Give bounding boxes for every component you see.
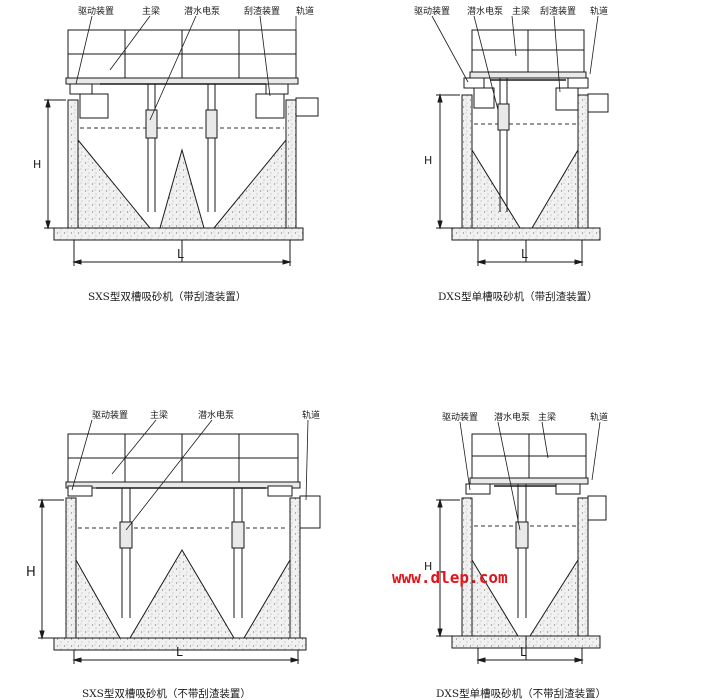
walkway-bridge bbox=[65, 433, 301, 489]
label-pump: 潜水电泵 bbox=[198, 409, 234, 421]
label-l: L bbox=[520, 645, 527, 659]
label-h: H bbox=[424, 154, 432, 167]
tank-wall bbox=[451, 93, 609, 241]
submersible-pump-right bbox=[205, 84, 218, 212]
dim-l bbox=[72, 650, 300, 664]
label-pump: 潜水电泵 bbox=[467, 5, 503, 17]
label-girder: 主梁 bbox=[142, 5, 160, 17]
diagram-dxs-single-without-scraper bbox=[436, 421, 607, 664]
drive-unit-right bbox=[267, 485, 293, 497]
dim-h bbox=[38, 498, 64, 640]
submersible-pump bbox=[515, 484, 529, 618]
label-l: L bbox=[521, 247, 528, 261]
label-drive: 驱动装置 bbox=[442, 411, 478, 423]
drive-unit-right bbox=[555, 483, 581, 495]
drive-unit-left bbox=[69, 83, 109, 119]
label-rail: 轨道 bbox=[302, 409, 320, 421]
drive-unit-left bbox=[463, 77, 495, 109]
leader-lines bbox=[75, 15, 297, 121]
label-drive: 驱动装置 bbox=[414, 5, 450, 17]
labels-tr: 驱动装置 潜水电泵 主梁 刮渣装置 轨道 H L bbox=[414, 5, 608, 261]
walkway-bridge bbox=[469, 29, 587, 79]
dim-h bbox=[44, 98, 66, 230]
label-scraper: 刮渣装置 bbox=[540, 5, 576, 17]
labels-tl: 驱动装置 主梁 潜水电泵 刮渣装置 轨道 H L bbox=[33, 5, 314, 261]
tank-wall bbox=[53, 97, 319, 241]
label-pump: 潜水电泵 bbox=[184, 5, 220, 17]
diagram-sxs-double-with-scraper bbox=[44, 15, 319, 266]
submersible-pump-right bbox=[231, 488, 245, 618]
label-l: L bbox=[176, 645, 183, 659]
label-scraper: 刮渣装置 bbox=[244, 5, 280, 17]
dim-h bbox=[436, 93, 460, 230]
diagram-dxs-single-with-scraper bbox=[431, 15, 609, 266]
drive-unit-left bbox=[465, 483, 491, 495]
label-rail: 轨道 bbox=[590, 5, 608, 17]
caption-tl: SXS型双槽吸砂机（带刮渣装置） bbox=[88, 290, 246, 303]
leader-lines bbox=[71, 419, 309, 531]
watermark-text: www.dlep.com bbox=[392, 568, 508, 587]
tank-wall bbox=[53, 495, 321, 651]
walkway-bridge bbox=[65, 29, 299, 85]
caption-tr: DXS型单槽吸砂机（带刮渣装置） bbox=[438, 290, 598, 303]
label-h: H bbox=[33, 158, 41, 171]
label-drive: 驱动装置 bbox=[78, 5, 114, 17]
labels-bl: 驱动装置 主梁 潜水电泵 轨道 H L bbox=[26, 409, 320, 659]
label-h: H bbox=[26, 565, 36, 580]
dim-h bbox=[436, 498, 460, 638]
diagram-sxs-double-without-scraper bbox=[38, 419, 321, 664]
walkway-bridge bbox=[469, 433, 589, 485]
label-h: H bbox=[424, 560, 432, 573]
leader-lines bbox=[431, 15, 599, 111]
label-girder: 主梁 bbox=[512, 5, 530, 17]
label-drive: 驱动装置 bbox=[92, 409, 128, 421]
caption-bl: SXS型双槽吸砂机（不带刮渣装置） bbox=[82, 687, 251, 700]
submersible-pump bbox=[497, 78, 510, 212]
label-l: L bbox=[177, 247, 184, 261]
label-rail: 轨道 bbox=[590, 411, 608, 423]
submersible-pump-left bbox=[119, 488, 133, 618]
dim-l bbox=[476, 636, 584, 664]
drive-unit-left bbox=[67, 485, 93, 497]
submersible-pump-left bbox=[145, 84, 158, 212]
dim-l bbox=[476, 240, 584, 266]
labels-br: 驱动装置 潜水电泵 主梁 轨道 H L bbox=[424, 411, 608, 659]
label-girder: 主梁 bbox=[538, 411, 556, 423]
label-rail: 轨道 bbox=[296, 5, 314, 17]
drive-unit-right bbox=[555, 77, 589, 111]
caption-br: DXS型单槽吸砂机（不带刮渣装置） bbox=[436, 687, 606, 700]
tank-wall bbox=[451, 495, 607, 649]
dim-l bbox=[72, 240, 292, 266]
label-girder: 主梁 bbox=[150, 409, 168, 421]
leader-lines bbox=[459, 421, 601, 531]
drive-unit-right bbox=[255, 83, 289, 119]
label-pump: 潜水电泵 bbox=[494, 411, 530, 423]
